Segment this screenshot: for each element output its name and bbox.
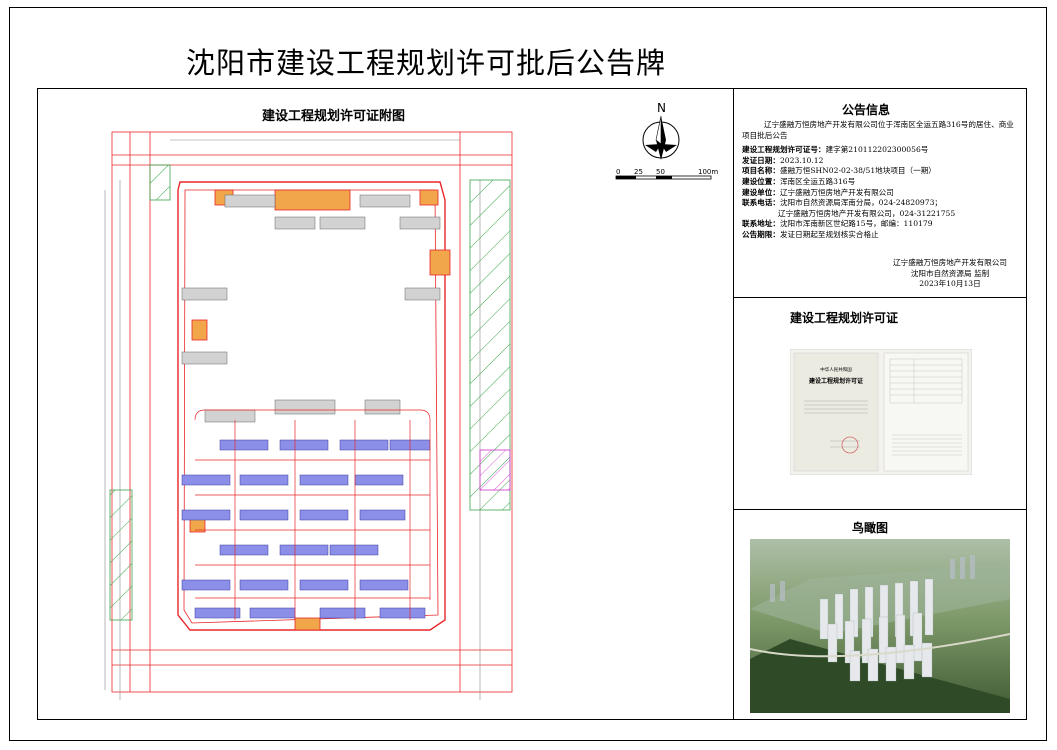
sign-authority: 沈阳市自然资源局 监制 bbox=[910, 268, 990, 278]
permit-doc-title: 建设工程规划许可证 bbox=[809, 377, 863, 385]
site-plan-map bbox=[104, 131, 513, 700]
site-plan-title: 建设工程规划许可证附图 bbox=[262, 109, 406, 124]
notice-row-value: 沈阳市浑南新区世纪路15号，邮编：110179 bbox=[779, 219, 933, 229]
divider-notice-permit bbox=[733, 297, 1027, 298]
notice-row: 公告期限：发证日期起至规划核实合格止 bbox=[742, 230, 1020, 241]
content-frame bbox=[37, 88, 1027, 720]
aerial-rendering-image bbox=[750, 539, 1010, 713]
north-label: N bbox=[657, 101, 666, 115]
notice-row: 建设工程规划许可证号：建字第210112202300056号 bbox=[742, 145, 1020, 156]
notice-row-label: 公告期限： bbox=[742, 229, 780, 239]
notice-row-value: 沈阳市自然资源局浑南分局，024-24820973； bbox=[779, 198, 942, 208]
column-divider bbox=[733, 88, 734, 720]
notice-row-value: 发证日期起至规划核实合格止 bbox=[779, 229, 879, 239]
notice-row: 建设单位：辽宁盛融万恒房地产开发有限公司 bbox=[742, 188, 1020, 199]
notice-title: 公告信息 bbox=[842, 103, 891, 117]
scale-label-100: 100m bbox=[698, 168, 718, 176]
sign-date: 2023年10月13日 bbox=[919, 279, 981, 289]
permit-doc-header: 中华人民共和国 bbox=[820, 366, 852, 373]
notice-row-value: 建字第210112202300056号 bbox=[825, 145, 929, 155]
notice-row-label: 建设位置： bbox=[742, 176, 780, 186]
notice-body: 辽宁盛融万恒房地产开发有限公司位于浑南区全运五路316号的居住、商业项目批后公告… bbox=[742, 120, 1020, 241]
notice-row-label: 联系地址： bbox=[742, 219, 780, 229]
notice-row: 发证日期：2023.10.12 bbox=[742, 156, 1020, 167]
notice-board-frame bbox=[9, 7, 1047, 741]
page-title: 沈阳市建设工程规划许可批后公告牌 bbox=[186, 46, 667, 80]
notice-row: 联系地址：沈阳市浑南新区世纪路15号，邮编：110179 bbox=[742, 219, 1020, 230]
notice-rows: 建设工程规划许可证号：建字第210112202300056号发证日期：2023.… bbox=[742, 145, 1020, 240]
notice-row: 建设位置：浑南区全运五路316号 bbox=[742, 177, 1020, 188]
notice-signature: 辽宁盛融万恒房地产开发有限公司 沈阳市自然资源局 监制 2023年10月13日 bbox=[870, 258, 1030, 290]
notice-row-label: 发证日期： bbox=[742, 155, 780, 165]
notice-row-label: 项目名称： bbox=[742, 166, 780, 176]
permit-panel-title: 建设工程规划许可证 bbox=[790, 311, 899, 325]
notice-row-value: 辽宁盛融万恒房地产开发有限公司，024-31221755 bbox=[778, 208, 956, 218]
notice-row-value: 辽宁盛融万恒房地产开发有限公司 bbox=[779, 187, 894, 197]
scale-label-50: 50 bbox=[656, 168, 665, 176]
sign-developer: 辽宁盛融万恒房地产开发有限公司 bbox=[893, 258, 1007, 267]
north-arrow-icon: N bbox=[642, 101, 680, 160]
notice-intro: 辽宁盛融万恒房地产开发有限公司位于浑南区全运五路316号的居住、商业项目批后公告 bbox=[742, 120, 1014, 140]
notice-row: 联系电话：沈阳市自然资源局浑南分局，024-24820973； bbox=[742, 198, 1020, 209]
permit-document-image: 中华人民共和国 建设工程规划许可证 bbox=[790, 349, 972, 475]
notice-row: 项目名称：盛融万恒SHN02-02-38/51地块项目（一期） bbox=[742, 166, 1020, 177]
divider-permit-aerial bbox=[733, 509, 1027, 510]
notice-row-value: 2023.10.12 bbox=[779, 155, 824, 165]
aerial-title: 鸟瞰图 bbox=[852, 521, 889, 535]
notice-row-label: 联系电话： bbox=[742, 198, 780, 208]
notice-row-value: 浑南区全运五路316号 bbox=[779, 176, 856, 186]
notice-row-label: 建设单位： bbox=[742, 187, 780, 197]
scale-label-25: 25 bbox=[634, 168, 643, 176]
notice-row-label: 建设工程规划许可证号： bbox=[742, 145, 826, 155]
scale-label-0: 0 bbox=[616, 168, 620, 176]
notice-row: 辽宁盛融万恒房地产开发有限公司，024-31221755 bbox=[742, 209, 1020, 220]
notice-row-value: 盛融万恒SHN02-02-38/51地块项目（一期） bbox=[779, 166, 936, 176]
scale-bar: 0 25 50 100m bbox=[615, 168, 718, 180]
